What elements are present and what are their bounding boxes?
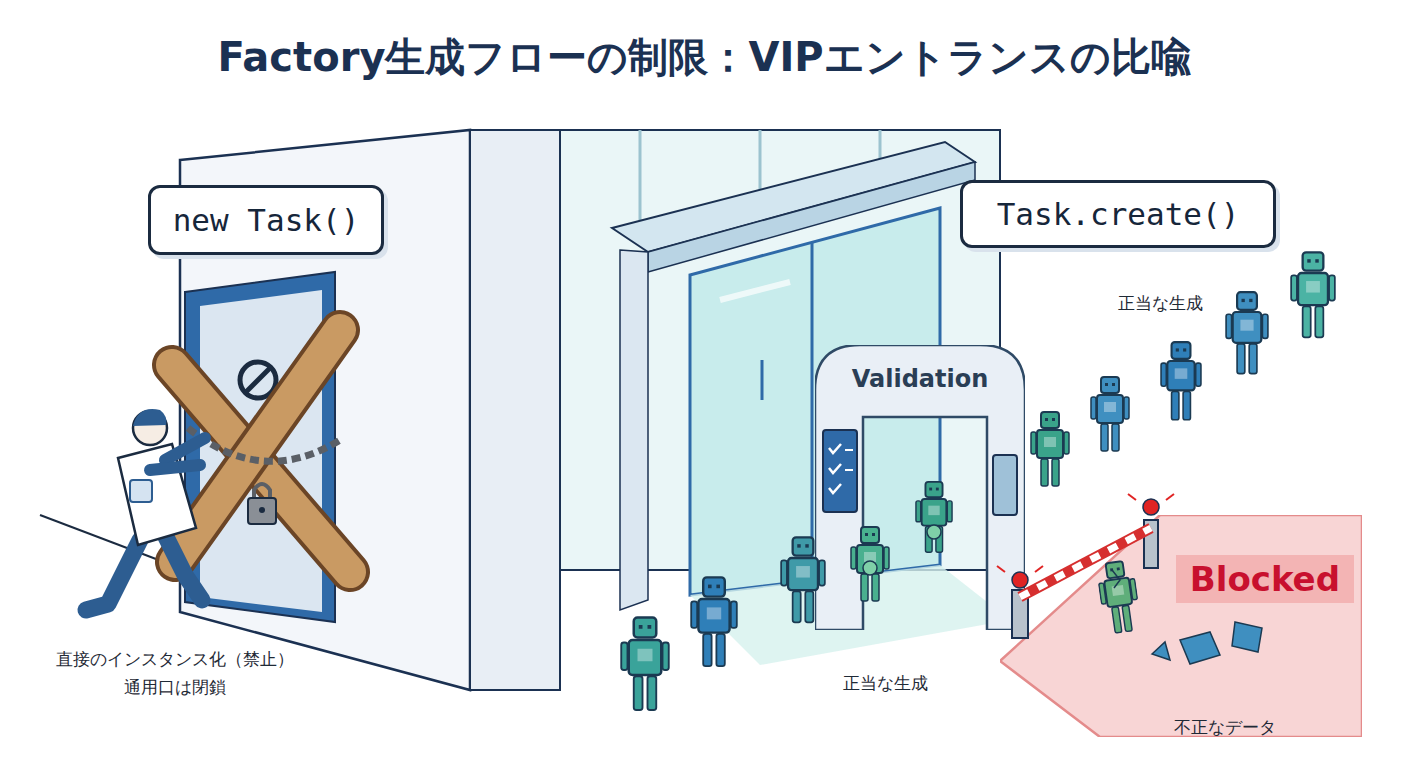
code-sign-text: Task.create() <box>997 196 1240 232</box>
code-sign-text: new Task() <box>173 202 360 238</box>
blocked-zone: Blocked <box>1000 515 1362 737</box>
annotation-label: 直接のインスタンス化（禁止） <box>56 648 294 671</box>
code-sign: new Task() <box>148 185 384 255</box>
annotation-label: 正当な生成 <box>843 672 928 695</box>
annotation-label: 不正なデータ <box>1174 716 1276 739</box>
annotation-label: 正当な生成 <box>1118 292 1203 315</box>
diagram-title: Factory生成フローの制限：VIPエントランスの比喩 <box>0 30 1408 85</box>
validation-gate-text: Validation <box>815 365 1025 393</box>
blocked-zone-outline <box>1000 515 1362 737</box>
blocked-zone-shape <box>1000 515 1362 737</box>
blocked-zone-text: Blocked <box>1176 555 1354 603</box>
annotation-label: 通用口は閉鎖 <box>124 676 226 699</box>
validation-gate-shape <box>815 345 1025 630</box>
code-sign: Task.create() <box>960 180 1276 248</box>
